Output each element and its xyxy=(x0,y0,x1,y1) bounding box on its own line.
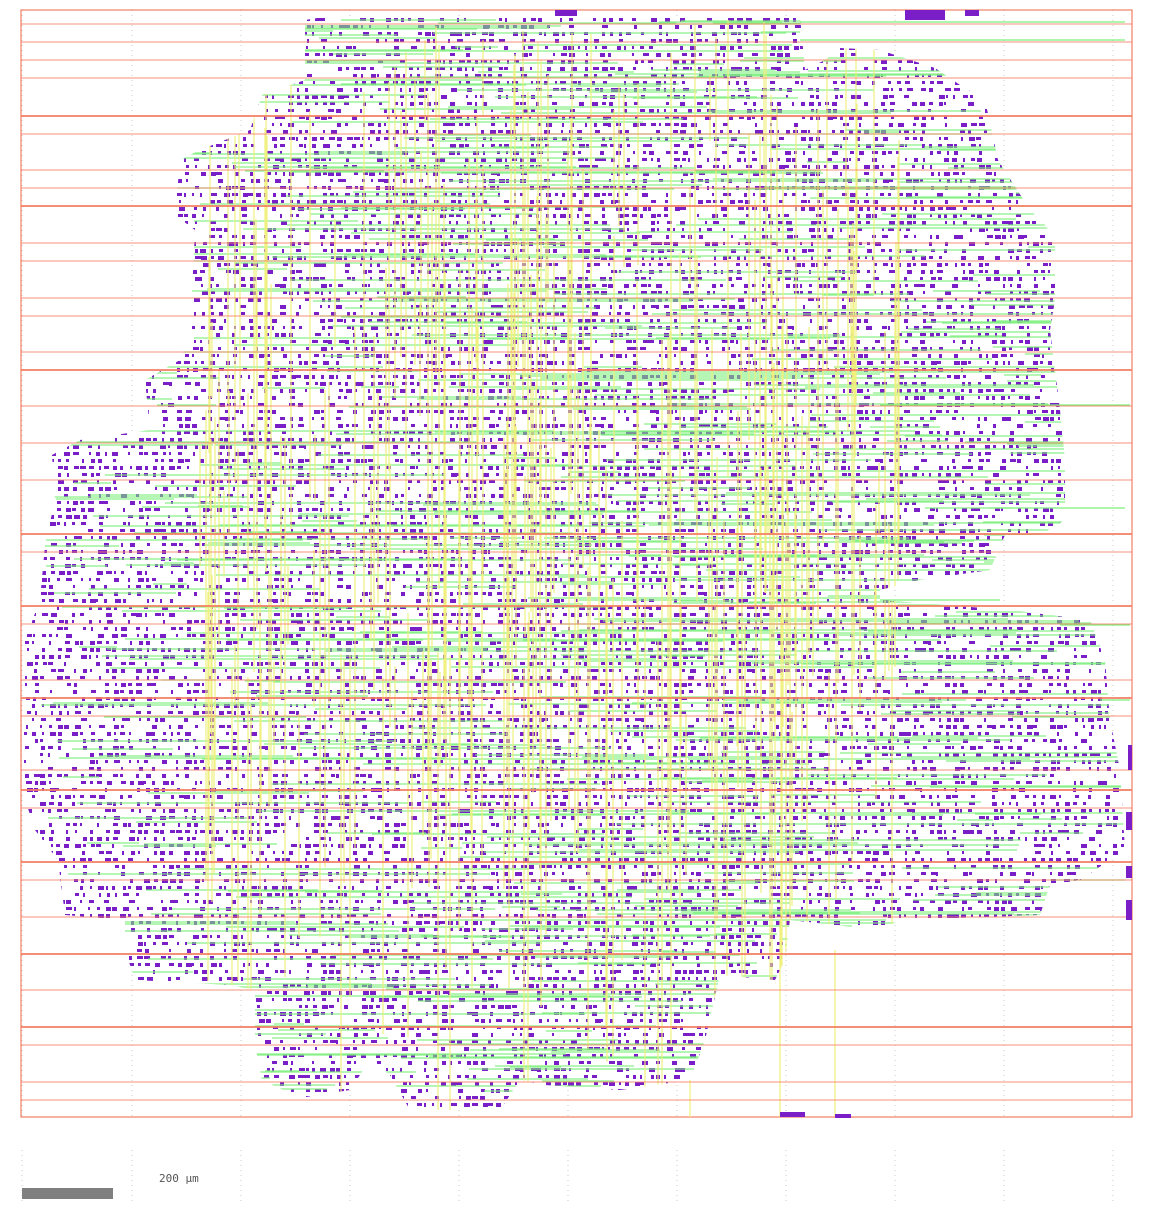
io-pins xyxy=(555,10,1132,1118)
scale-bar-label: 200 μm xyxy=(159,1172,199,1185)
power-rails xyxy=(21,23,1132,1101)
vertical-metal-wires xyxy=(199,20,900,1110)
scale-bar xyxy=(22,1188,113,1199)
